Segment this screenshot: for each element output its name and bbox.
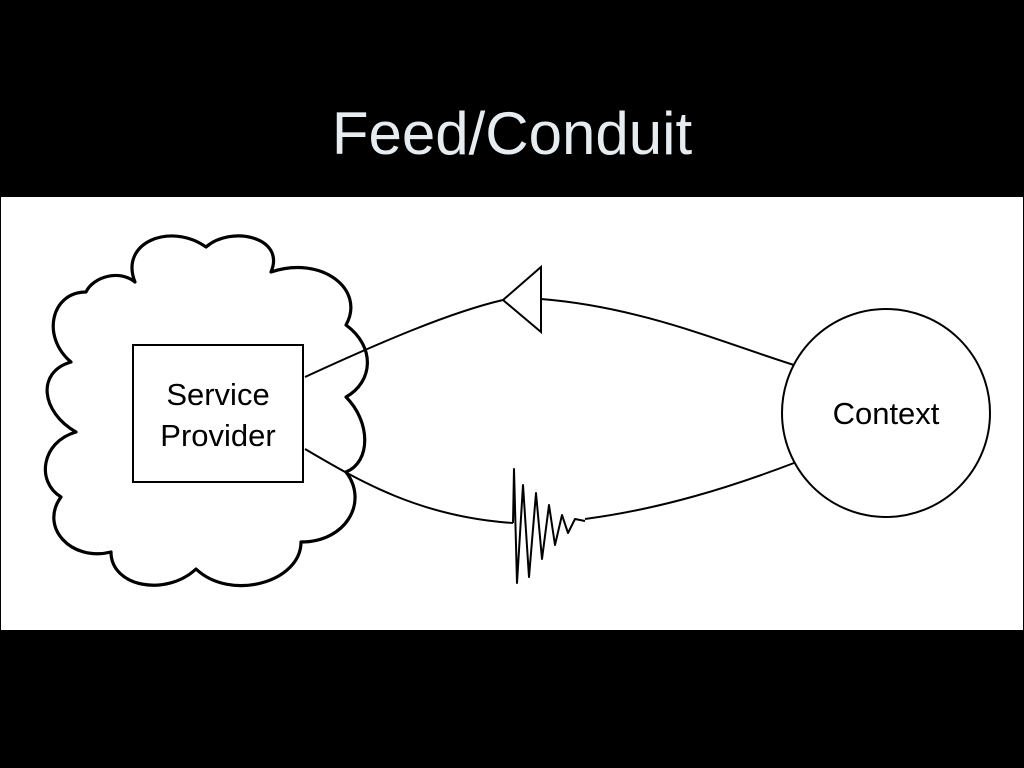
service-provider-label-line1: Service [166, 377, 269, 412]
context-label: Context [833, 396, 940, 431]
feed-conduit-diagram: Service Provider Context [43, 234, 991, 588]
triangle-arrow-icon [501, 264, 542, 335]
cloud-shape [43, 234, 369, 588]
diagram-panel: Service Provider Context [1, 197, 1023, 630]
damped-wave-icon [512, 468, 586, 584]
service-provider-box [132, 344, 304, 483]
upper-conduit-line [540, 298, 795, 366]
lower-conduit-line [584, 462, 795, 520]
lower-feed-line [304, 448, 514, 524]
slide-title: Feed/Conduit [331, 100, 693, 167]
service-provider-label-line2: Provider [160, 418, 275, 453]
context-circle [781, 308, 991, 518]
upper-feed-line [304, 299, 504, 378]
